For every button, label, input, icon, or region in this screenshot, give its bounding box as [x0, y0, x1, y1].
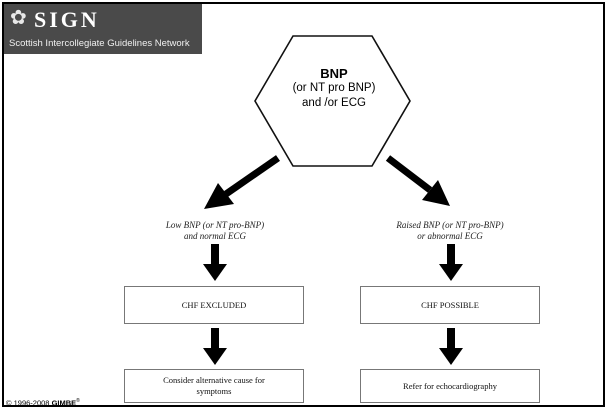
start-title: BNP: [320, 66, 348, 81]
chf-possible-label: CHF POSSIBLE: [421, 299, 479, 310]
arrow-left-down-1: [203, 244, 227, 281]
registered-mark: ®: [76, 398, 80, 404]
chf-excluded-box: CHF EXCLUDED: [124, 286, 304, 324]
start-line-3: and /or ECG: [302, 97, 366, 109]
start-line-2: (or NT pro BNP): [292, 82, 376, 94]
sign-emblem-icon: ✿: [10, 7, 27, 29]
arrow-to-right-branch: [385, 155, 450, 206]
echocardiography-label: Refer for echocardiography: [403, 380, 497, 391]
chf-possible-box: CHF POSSIBLE: [360, 286, 540, 324]
arrow-right-down-1: [439, 244, 463, 281]
copyright-years: © 1996-2008: [6, 398, 50, 408]
left-condition-line-1: Low BNP (or NT pro-BNP): [165, 220, 265, 230]
logo-title: SIGN: [34, 7, 100, 32]
right-condition-line-2: or abnormal ECG: [417, 231, 483, 241]
arrow-left-down-2: [203, 328, 227, 365]
copyright-brand: GIMBE: [51, 398, 77, 408]
arrow-right-down-2: [439, 328, 463, 365]
alternative-cause-line-1: Consider alternative cause for: [163, 375, 265, 385]
echocardiography-box: Refer for echocardiography: [360, 369, 540, 403]
start-hexagon: [254, 35, 411, 167]
left-condition: Low BNP (or NT pro-BNP) and normal ECG: [125, 220, 305, 242]
copyright-footer: © 1996-2008 GIMBE®: [6, 398, 80, 408]
chf-excluded-label: CHF EXCLUDED: [181, 299, 247, 310]
logo-subtitle: Scottish Intercollegiate Guidelines Netw…: [9, 38, 190, 49]
sign-logo: ✿ SIGN Scottish Intercollegiate Guidelin…: [4, 4, 202, 54]
right-condition: Raised BNP (or NT pro-BNP) or abnormal E…: [360, 220, 540, 242]
right-condition-line-1: Raised BNP (or NT pro-BNP): [396, 220, 504, 230]
alternative-cause-box: Consider alternative cause for symptoms: [124, 369, 304, 403]
start-node-text: BNP (or NT pro BNP) and /or ECG: [262, 66, 406, 111]
alternative-cause-line-2: symptoms: [196, 386, 232, 396]
left-condition-line-2: and normal ECG: [183, 231, 246, 241]
arrow-to-left-branch: [204, 155, 280, 209]
